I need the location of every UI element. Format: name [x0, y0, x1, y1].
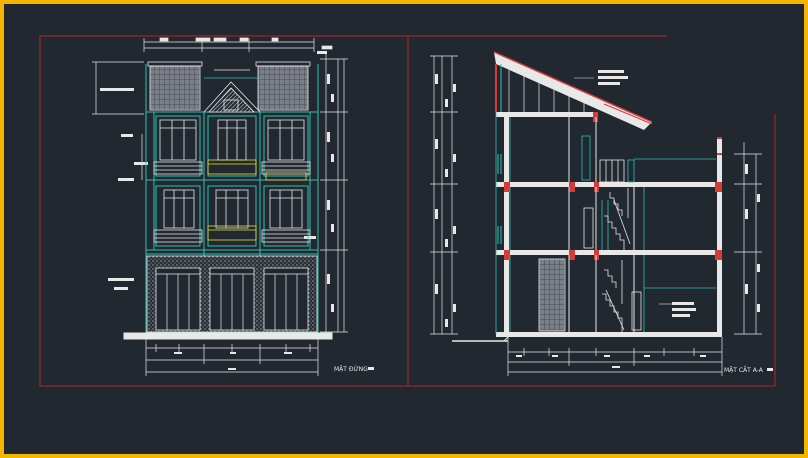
section-doors [581, 135, 642, 331]
elevation-outline [145, 64, 319, 333]
section-ground [452, 336, 723, 376]
section-brick-hatch [538, 258, 566, 332]
roof-notes [574, 70, 628, 85]
elevation-title: MẶT ĐỨNG [334, 366, 368, 373]
elevation-ground [123, 332, 333, 376]
section-left-dimension [430, 55, 458, 335]
section-roof [493, 51, 653, 130]
elevation-view: MẶT ĐỨNG [92, 37, 374, 376]
section-stairs [599, 159, 635, 332]
section-structure [495, 112, 722, 337]
section-view: MẶT CẮT A-A [430, 51, 773, 376]
ground-floor [146, 255, 318, 333]
upper-windows [159, 119, 305, 229]
elevation-left-dimension [92, 61, 148, 290]
sheet-border [39, 35, 776, 387]
parapet-hatch [147, 61, 311, 111]
balcony-railings [153, 159, 311, 243]
section-right-dimension [734, 142, 762, 335]
section-title: MẶT CẮT A-A [724, 366, 764, 374]
section-caption: MẶT CẮT A-A [724, 366, 773, 374]
cad-drawing: MẶT ĐỨNG [39, 35, 776, 387]
section-notes [659, 302, 696, 317]
elevation-top-dimension [143, 37, 333, 52]
elevation-caption: MẶT ĐỨNG [334, 366, 374, 373]
central-gable [203, 69, 261, 113]
cad-drawing-frame: MẶT ĐỨNG [4, 4, 804, 454]
